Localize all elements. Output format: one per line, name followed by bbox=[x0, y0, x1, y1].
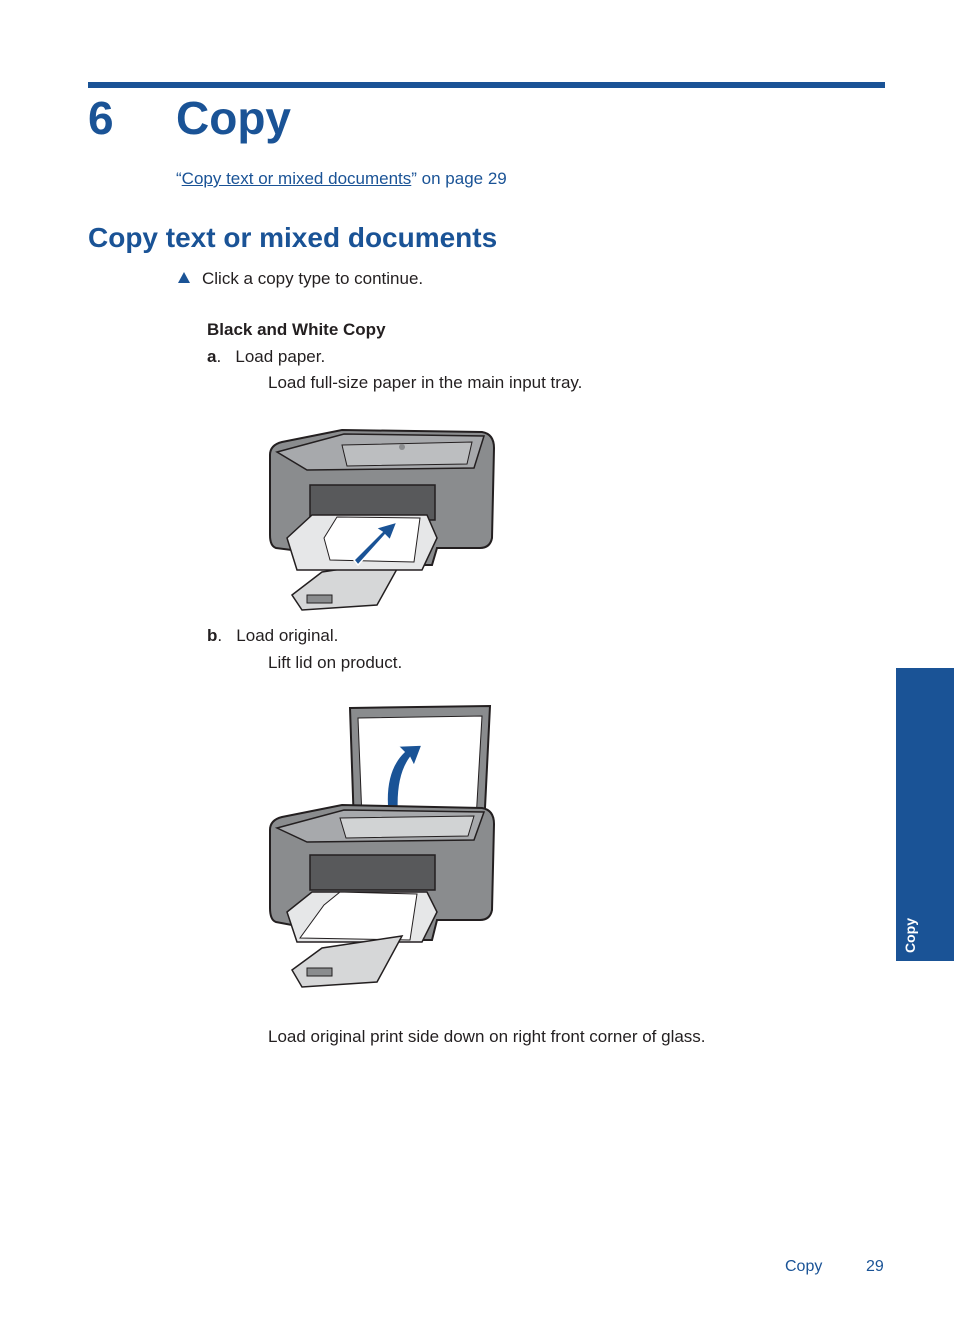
toc-entry: “Copy text or mixed documents” on page 2… bbox=[176, 169, 507, 189]
printer-load-paper-illustration bbox=[269, 428, 496, 611]
footer-page-number: 29 bbox=[866, 1258, 884, 1275]
printer-lift-lid-illustration bbox=[269, 704, 496, 988]
chapter-number: 6 bbox=[88, 92, 114, 144]
subsection-title: Black and White Copy bbox=[207, 320, 386, 339]
step-a-label: Load paper. bbox=[235, 347, 326, 366]
step-b-description: Lift lid on product. bbox=[268, 653, 403, 672]
side-tab-label: Copy bbox=[902, 918, 918, 953]
step-b-dot: . bbox=[217, 626, 223, 645]
side-chapter-tab: Copy bbox=[896, 668, 954, 961]
step-b-letter: b bbox=[207, 626, 218, 645]
step-a-description: Load full-size paper in the main input t… bbox=[268, 373, 583, 392]
toc-link[interactable]: Copy text or mixed documents bbox=[181, 169, 412, 188]
step-a-letter: a bbox=[207, 347, 217, 366]
toc-open-quote: “ bbox=[176, 169, 182, 188]
step-a-dot: . bbox=[216, 347, 222, 366]
step-b-label: Load original. bbox=[236, 626, 339, 645]
chapter-rule bbox=[88, 82, 885, 88]
chapter-title: Copy bbox=[176, 92, 291, 144]
instruction-line: Click a copy type to continue. bbox=[178, 269, 423, 289]
footer-section-label: Copy bbox=[785, 1258, 823, 1275]
toc-page-ref: on page 29 bbox=[416, 169, 507, 188]
toc-close-quote: ” bbox=[411, 169, 417, 188]
section-title: Copy text or mixed documents bbox=[88, 222, 498, 253]
step-a: a. Load paper. bbox=[207, 347, 325, 367]
triangle-bullet-icon bbox=[178, 272, 190, 283]
final-note: Load original print side down on right f… bbox=[268, 1027, 706, 1046]
instruction-text: Click a copy type to continue. bbox=[202, 269, 424, 288]
side-tab-label-wrap: Copy bbox=[896, 893, 954, 953]
step-b: b. Load original. bbox=[207, 626, 338, 646]
